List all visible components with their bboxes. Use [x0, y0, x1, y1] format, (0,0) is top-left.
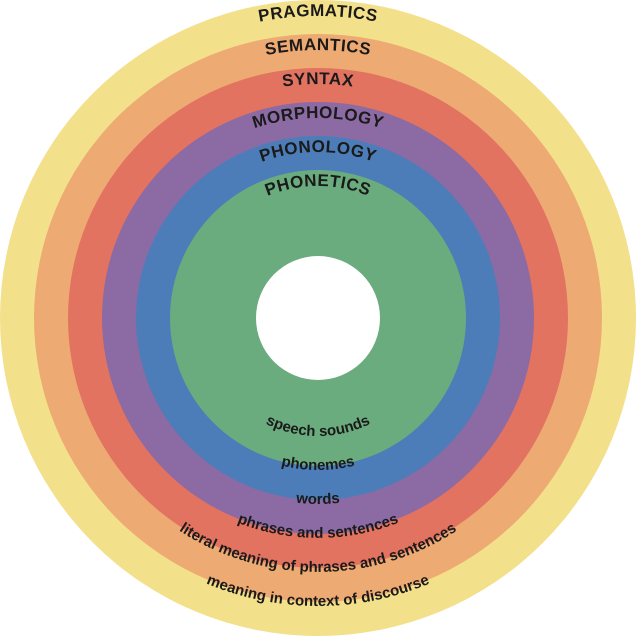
- center-hole: [256, 256, 380, 380]
- ring-title-syntax: SYNTAX: [281, 69, 355, 91]
- ring-description-phonology: phonemes: [280, 453, 356, 474]
- center-layer: [256, 256, 380, 380]
- ring-description-morphology: words: [295, 490, 341, 508]
